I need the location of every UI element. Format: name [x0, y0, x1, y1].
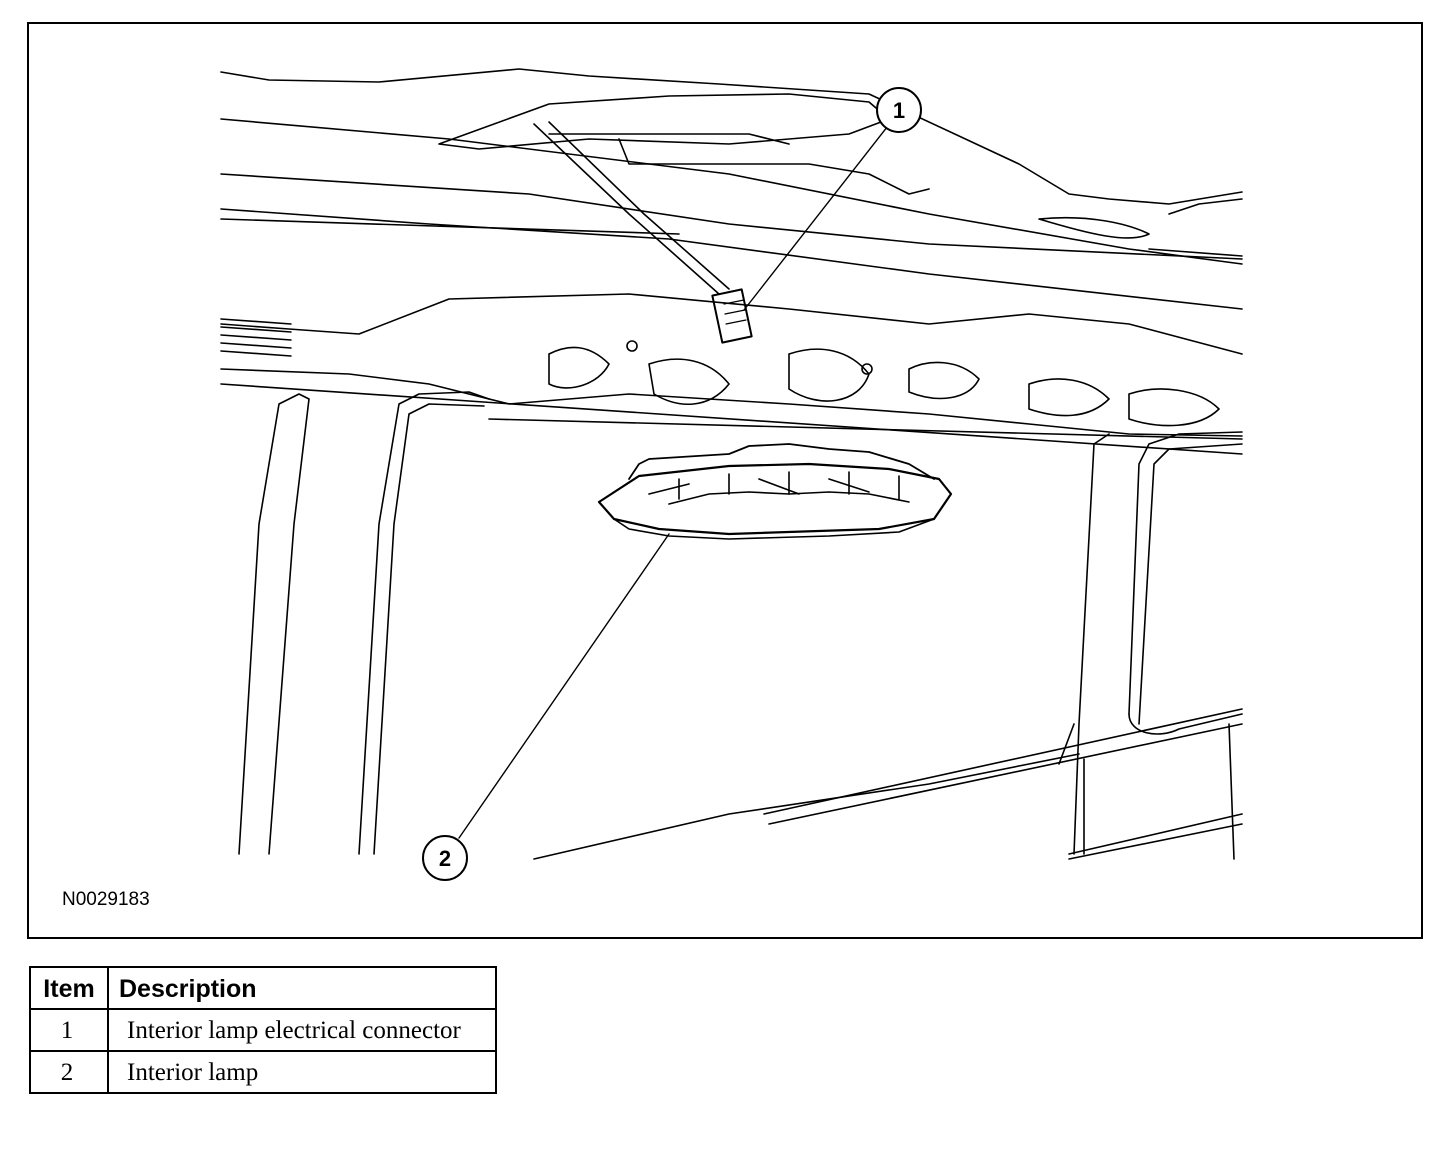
roof-edge-line	[220, 68, 1243, 205]
callout-2-label: 2	[439, 846, 451, 871]
legend-header-row: Item Description	[29, 966, 497, 1010]
legend-table: Item Description 1 Interior lamp electri…	[29, 966, 497, 1094]
item-description: Interior lamp electrical connector	[107, 1008, 497, 1052]
figure-id-label: N0029183	[62, 889, 150, 910]
callout-1-label: 1	[893, 98, 905, 123]
item-number: 1	[29, 1008, 109, 1052]
item-number: 2	[29, 1050, 109, 1094]
callout-1: 1	[876, 87, 922, 133]
callout-2: 2	[422, 835, 468, 881]
headliner-illustration: 1 2	[220, 68, 1243, 881]
table-row: 2 Interior lamp	[29, 1050, 497, 1094]
description-column-header: Description	[107, 966, 497, 1010]
item-column-header: Item	[29, 966, 109, 1010]
table-row: 1 Interior lamp electrical connector	[29, 1008, 497, 1052]
item-description: Interior lamp	[107, 1050, 497, 1094]
illustration-frame: 1 2 N0029183	[27, 22, 1423, 939]
